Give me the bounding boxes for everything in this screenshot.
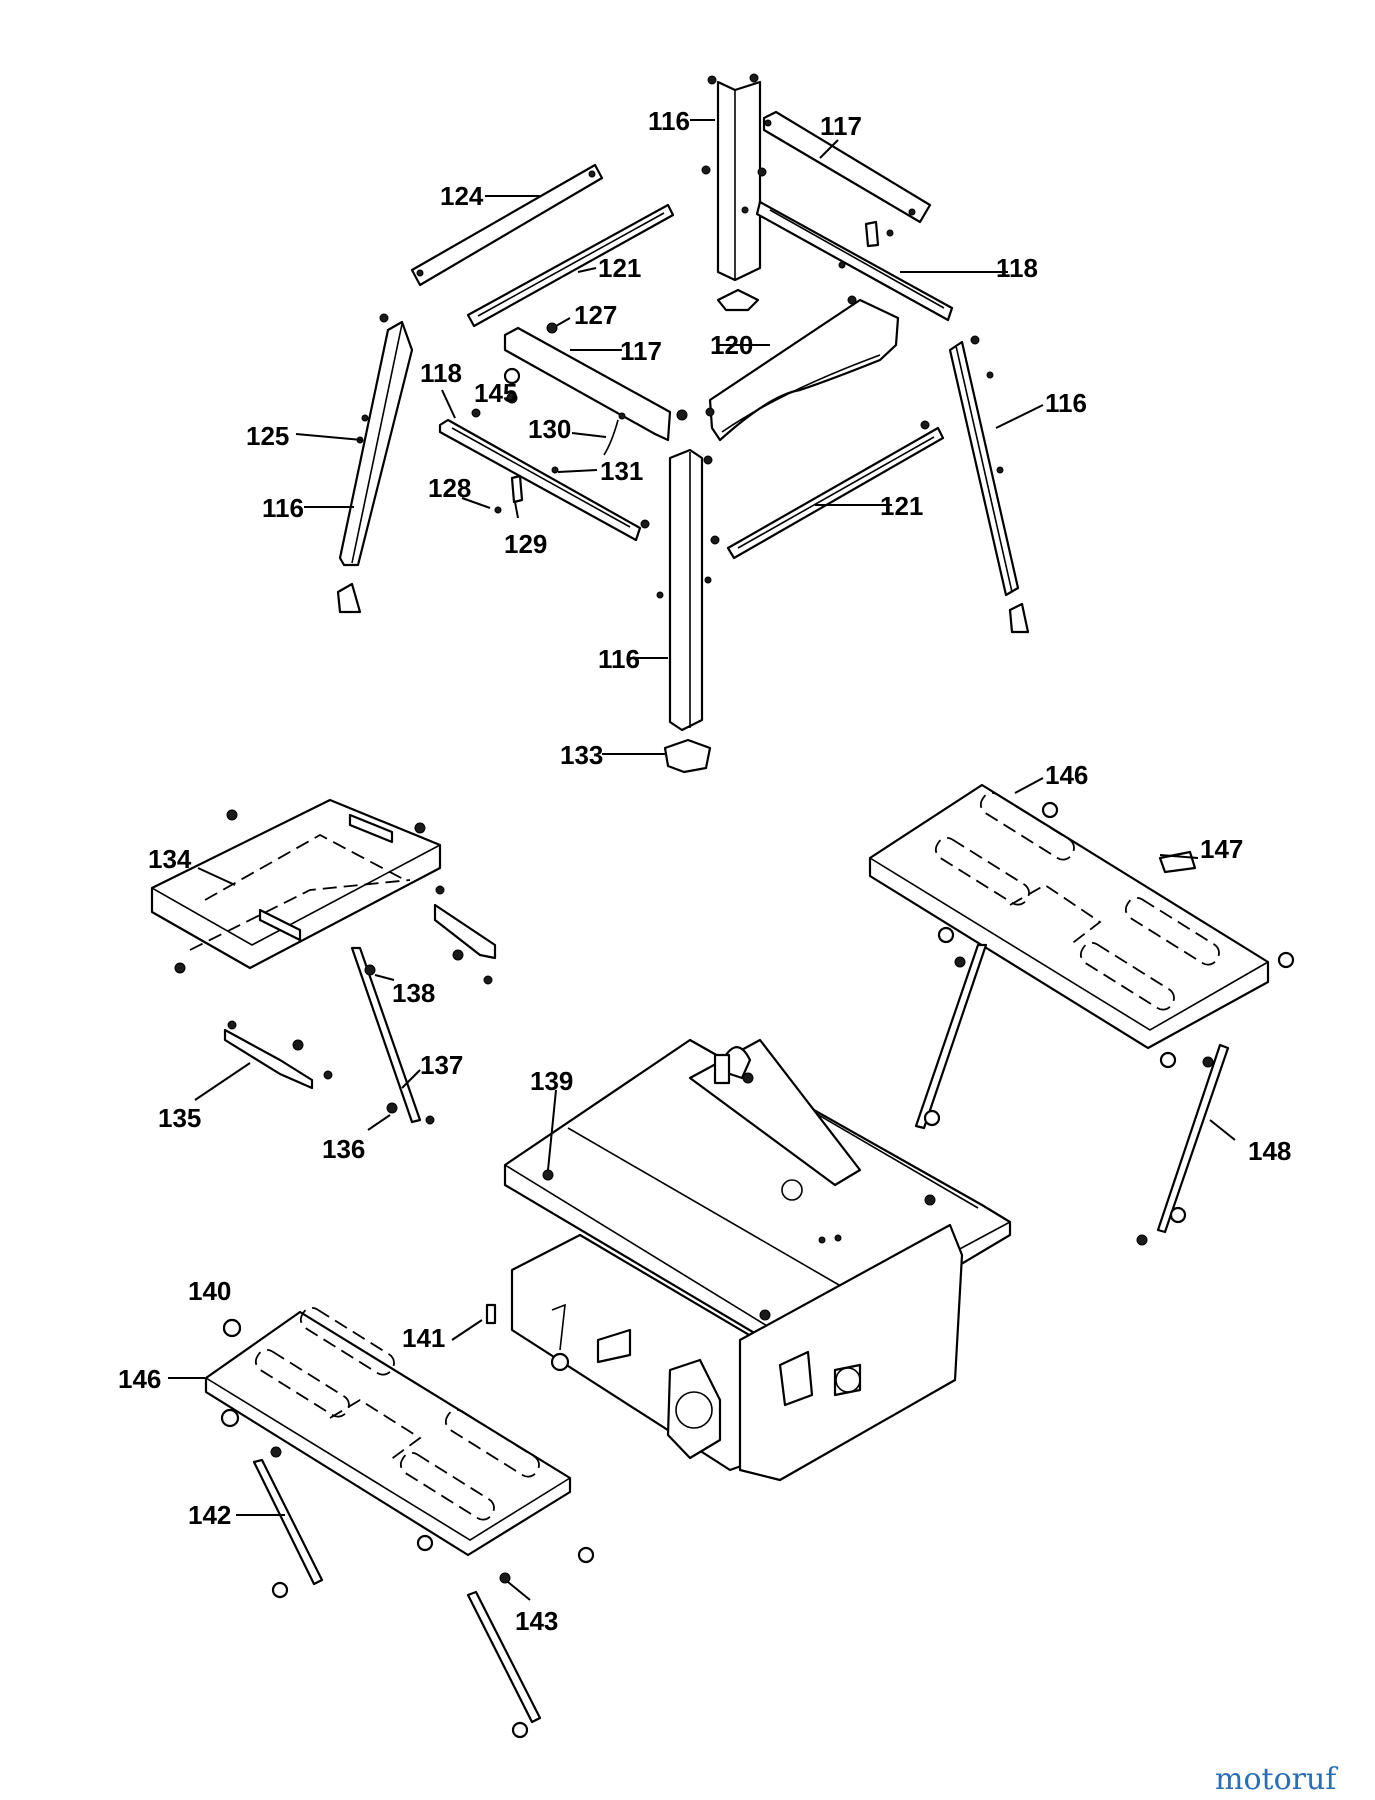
label-148: 148 — [1248, 1136, 1291, 1166]
leg-front — [656, 448, 713, 732]
leader-lines — [168, 119, 1236, 1601]
brace-142 — [252, 1458, 324, 1586]
label-127: 127 — [574, 300, 617, 330]
rail-124 — [410, 163, 604, 287]
label-145: 145 — [474, 378, 517, 408]
leg-right — [948, 335, 1030, 634]
table-saw-body — [503, 1038, 1012, 1482]
part-number-labels: 116 117 124 121 118 127 117 120 118 145 … — [118, 106, 1291, 1636]
label-116: 116 — [648, 106, 690, 136]
label-129: 129 — [504, 529, 547, 559]
label-121: 121 — [598, 253, 641, 283]
label-116: 116 — [598, 644, 640, 674]
foot-133 — [663, 738, 712, 774]
rail-118-right — [755, 200, 954, 322]
stand-assembly — [336, 73, 1030, 774]
label-146: 146 — [1045, 760, 1088, 790]
label-133: 133 — [560, 740, 603, 770]
label-136: 136 — [322, 1134, 365, 1164]
label-125: 125 — [246, 421, 289, 451]
bracket-135 — [223, 1028, 314, 1090]
label-142: 142 — [188, 1500, 231, 1530]
brace-148 — [1156, 1043, 1230, 1234]
leg-back — [701, 73, 767, 312]
label-124: 124 — [440, 181, 484, 211]
label-131: 131 — [600, 456, 643, 486]
extension-table-134 — [150, 798, 442, 974]
label-134: 134 — [148, 844, 192, 874]
label-139: 139 — [530, 1066, 573, 1096]
label-135: 135 — [158, 1103, 201, 1133]
label-116: 116 — [262, 493, 304, 523]
label-138: 138 — [392, 978, 435, 1008]
brace-left-146 — [914, 943, 988, 1130]
label-128: 128 — [428, 473, 471, 503]
label-118: 118 — [420, 358, 462, 388]
label-118: 118 — [996, 253, 1038, 283]
bolt-141 — [485, 1303, 497, 1325]
label-116: 116 — [1045, 388, 1087, 418]
watermark-logo: motoruf — [1215, 1762, 1337, 1797]
brace-143 — [466, 1590, 542, 1724]
label-121: 121 — [880, 491, 923, 521]
label-120: 120 — [710, 330, 753, 360]
label-117: 117 — [820, 111, 862, 141]
rail-120 — [708, 298, 900, 442]
brace-137 — [350, 946, 422, 1124]
label-130: 130 — [528, 414, 571, 444]
label-143: 143 — [515, 1606, 558, 1636]
label-137: 137 — [420, 1050, 463, 1080]
label-140: 140 — [188, 1276, 231, 1306]
leg-left — [336, 313, 414, 614]
label-147: 147 — [1200, 834, 1243, 864]
label-146: 146 — [118, 1364, 161, 1394]
extension-table-146-right — [868, 783, 1295, 1069]
bracket-upper — [433, 903, 497, 960]
label-141: 141 — [402, 1323, 445, 1353]
label-117: 117 — [620, 336, 662, 366]
rail-117-front — [503, 326, 672, 442]
rail-117-back — [762, 110, 932, 224]
